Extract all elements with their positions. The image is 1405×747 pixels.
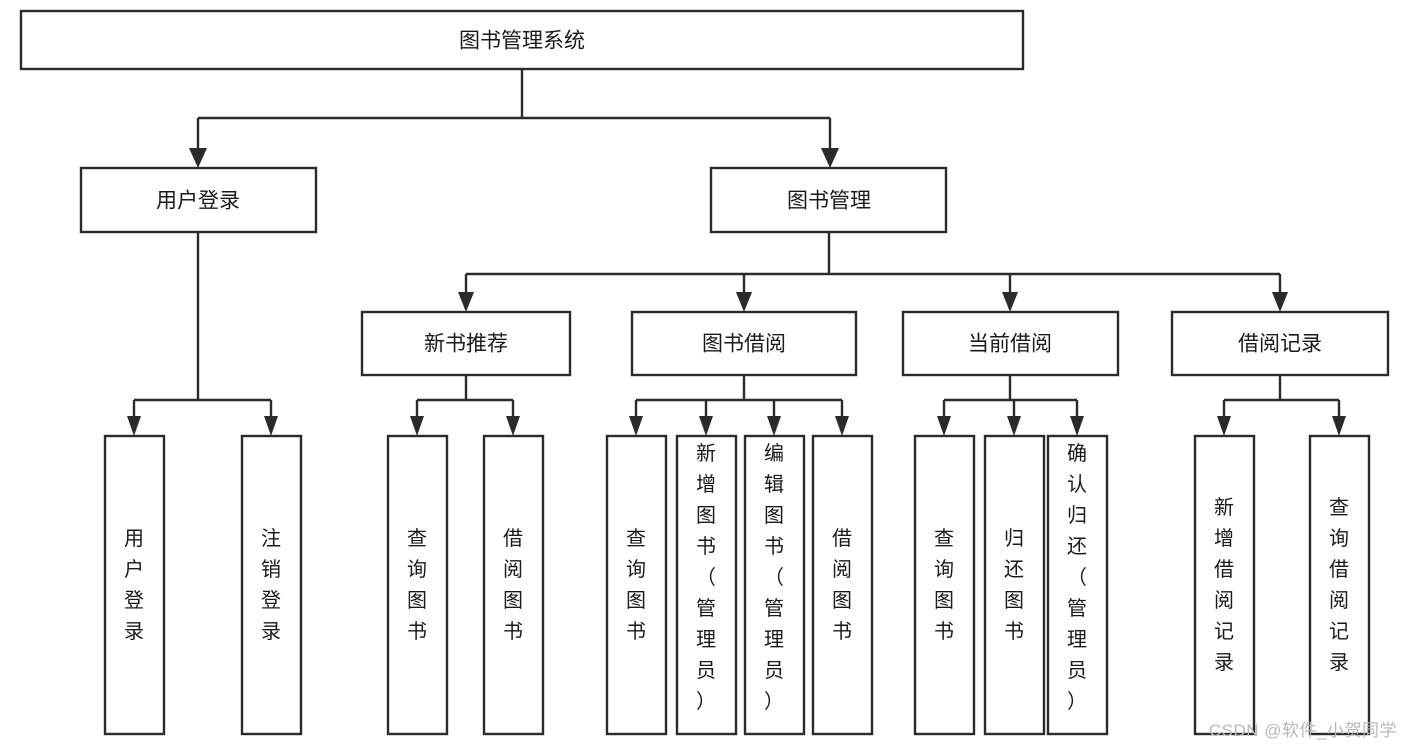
arrow-head-leaf-current-borrow-3 <box>1070 416 1084 436</box>
node-borrow-record-label: 借阅记录 <box>1238 333 1322 356</box>
arrow-head-leaf-book-borrow-1 <box>629 416 643 436</box>
arrow-head-current-borrow <box>1002 292 1018 312</box>
leaf-book-borrow-1[interactable]: 查询图书 <box>605 434 668 736</box>
leaf-book-borrow-2-label: 新增图书（管理员） <box>696 442 716 713</box>
connector-group-borrow-record <box>1217 375 1346 436</box>
leaf-current-borrow-2-rect[interactable] <box>983 434 1046 736</box>
leaf-book-borrow-4-rect[interactable] <box>811 434 874 736</box>
node-current-borrow-rect[interactable] <box>901 310 1120 377</box>
leaf-book-borrow-4[interactable]: 借阅图书 <box>811 434 874 736</box>
node-book-borrow-rect[interactable] <box>630 310 858 377</box>
leaf-borrow-record-1[interactable]: 新增借阅记录 <box>1193 434 1256 736</box>
node-root[interactable]: 图书管理系统 <box>19 9 1025 71</box>
node-current-borrow-label: 当前借阅 <box>968 333 1052 356</box>
arrow-head-leaf-new-book-1 <box>410 416 424 436</box>
arrow-head-book-borrow <box>736 292 752 312</box>
node-new-book-rect[interactable] <box>360 310 572 377</box>
leaf-borrow-record-2-rect[interactable] <box>1308 434 1371 736</box>
leaf-user-login-2-rect[interactable] <box>240 434 303 736</box>
node-user-login-label: 用户登录 <box>156 190 240 213</box>
connector-group-new-book <box>410 375 520 436</box>
arrow-head-book-manage <box>821 148 839 168</box>
leaf-book-borrow-4-label: 借阅图书 <box>832 527 852 643</box>
leaf-new-book-2[interactable]: 借阅图书 <box>482 434 545 736</box>
leaf-new-book-2-label: 借阅图书 <box>503 527 523 643</box>
connector-group-current-borrow <box>937 375 1084 436</box>
leaf-borrow-record-1-rect[interactable] <box>1193 434 1256 736</box>
arrow-head-leaf-new-book-2 <box>506 416 520 436</box>
node-root-label: 图书管理系统 <box>459 30 585 53</box>
leaf-new-book-1-label: 查询图书 <box>407 527 427 643</box>
leaf-current-borrow-2[interactable]: 归还图书 <box>983 434 1046 736</box>
node-user-login[interactable]: 用户登录 <box>79 166 318 234</box>
leaf-book-borrow-3-rect[interactable] <box>743 434 806 736</box>
leaf-book-borrow-3[interactable]: 编辑图书（管理员） <box>743 434 806 736</box>
node-borrow-record-rect[interactable] <box>1170 310 1390 377</box>
arrow-head-user-login <box>189 148 207 168</box>
arrow-head-leaf-book-borrow-4 <box>835 416 849 436</box>
leaf-user-login-1[interactable]: 用户登录 <box>103 434 166 736</box>
leaf-new-book-2-rect[interactable] <box>482 434 545 736</box>
leaf-book-borrow-1-label: 查询图书 <box>626 527 646 643</box>
connector-group-root <box>189 69 839 168</box>
leaf-current-borrow-1-label: 查询图书 <box>934 527 954 643</box>
csdn-watermark: CSDN @软件_小贺同学 <box>1208 721 1397 740</box>
leaf-book-borrow-1-rect[interactable] <box>605 434 668 736</box>
arrow-head-leaf-current-borrow-1 <box>937 416 951 436</box>
leaf-current-borrow-2-label: 归还图书 <box>1004 527 1024 643</box>
arrow-head-leaf-book-borrow-2 <box>699 416 713 436</box>
arrow-head-leaf-current-borrow-2 <box>1007 416 1021 436</box>
arrow-head-leaf-borrow-record-1 <box>1217 416 1231 436</box>
node-book-manage[interactable]: 图书管理 <box>709 166 948 234</box>
arrow-head-leaf-user-login-2 <box>264 416 278 436</box>
leaf-borrow-record-1-label: 新增借阅记录 <box>1214 496 1234 674</box>
leaf-new-book-1-rect[interactable] <box>386 434 449 736</box>
connector-group-book-borrow <box>629 375 849 436</box>
node-book-borrow[interactable]: 图书借阅 <box>630 310 858 377</box>
leaf-current-borrow-3-label: 确认归还（管理员） <box>1067 442 1087 713</box>
leaf-user-login-1-label: 用户登录 <box>124 528 144 643</box>
leaf-book-borrow-3-label: 编辑图书（管理员） <box>764 442 784 713</box>
arrow-head-new-book <box>458 292 474 312</box>
leaf-book-borrow-2[interactable]: 新增图书（管理员） <box>675 434 738 736</box>
leaf-user-login-2[interactable]: 注销登录 <box>240 434 303 736</box>
connector-group-book-manage <box>458 232 1288 312</box>
node-user-login-rect[interactable] <box>79 166 318 234</box>
leaf-borrow-record-2[interactable]: 查询借阅记录 <box>1308 434 1371 736</box>
arrow-head-borrow-record <box>1272 292 1288 312</box>
node-current-borrow[interactable]: 当前借阅 <box>901 310 1120 377</box>
node-new-book[interactable]: 新书推荐 <box>360 310 572 377</box>
leaf-current-borrow-3-rect[interactable] <box>1046 434 1109 736</box>
leaf-current-borrow-1[interactable]: 查询图书 <box>913 434 976 736</box>
leaf-current-borrow-1-rect[interactable] <box>913 434 976 736</box>
node-book-borrow-label: 图书借阅 <box>702 333 786 356</box>
arrow-head-leaf-user-login-1 <box>127 416 141 436</box>
node-new-book-label: 新书推荐 <box>424 333 508 356</box>
arrow-head-leaf-borrow-record-2 <box>1332 416 1346 436</box>
leaf-current-borrow-3[interactable]: 确认归还（管理员） <box>1046 434 1109 736</box>
leaf-user-login-2-label: 注销登录 <box>261 527 281 643</box>
leaf-user-login-1-rect[interactable] <box>103 434 166 736</box>
connector-group-user-login <box>127 232 278 436</box>
node-borrow-record[interactable]: 借阅记录 <box>1170 310 1390 377</box>
leaf-book-borrow-2-rect[interactable] <box>675 434 738 736</box>
node-root-rect[interactable] <box>19 9 1025 71</box>
arrow-head-leaf-book-borrow-3 <box>767 416 781 436</box>
node-book-manage-label: 图书管理 <box>787 190 871 213</box>
leaf-new-book-1[interactable]: 查询图书 <box>386 434 449 736</box>
node-book-manage-rect[interactable] <box>709 166 948 234</box>
leaf-borrow-record-2-label: 查询借阅记录 <box>1329 496 1349 674</box>
